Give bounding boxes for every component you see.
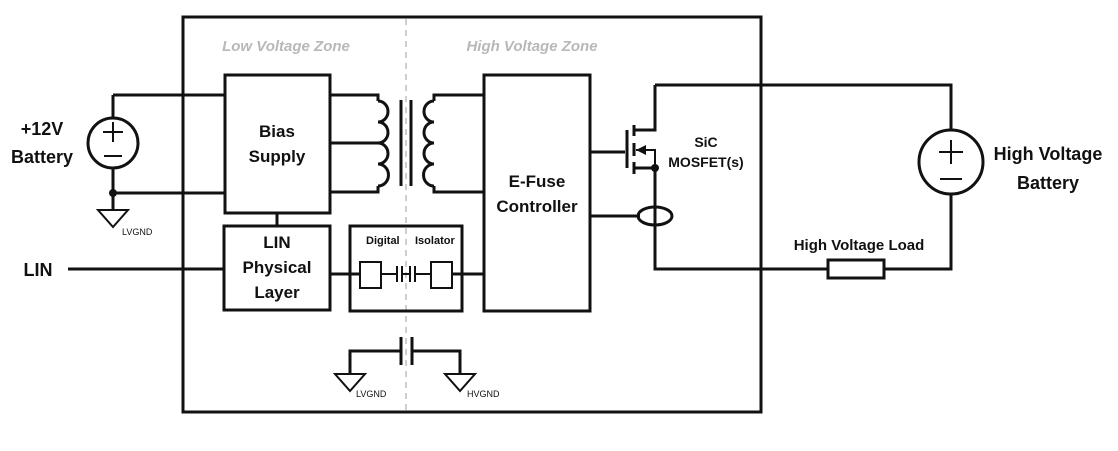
ground-icon-lvgnd-bottom <box>332 373 368 393</box>
digital-isolator-block <box>348 224 464 313</box>
mosfet-label-line1: SiC <box>694 134 717 150</box>
efuse-label-line1: E-Fuse <box>509 172 566 191</box>
isolator-label-right: Isolator <box>415 235 455 247</box>
efuse-controller-block <box>482 73 592 313</box>
wire-mosfet-to-load <box>653 168 828 271</box>
mosfet-icon <box>590 85 659 174</box>
hv-battery-label-line1: High Voltage <box>994 144 1103 164</box>
hv-load-label: High Voltage Load <box>794 237 925 254</box>
lin-phy-label-line2: Physical <box>243 258 312 277</box>
battery-12v <box>86 95 140 210</box>
isolator-label-left: Digital <box>366 235 400 247</box>
wire-load-to-battery <box>884 194 953 271</box>
lin-phy-label-line3: Layer <box>254 283 300 302</box>
ground-icon-lvgnd-left <box>95 209 131 229</box>
isolation-capacitor-icon <box>348 337 462 374</box>
module-boundary <box>181 15 763 414</box>
battery-12v-label-line1: +12V <box>21 119 64 139</box>
efuse-label-line2: Controller <box>496 197 578 216</box>
lin-phy-label-line1: LIN <box>263 233 290 252</box>
bias-supply-label-line1: Bias <box>259 122 295 141</box>
bias-supply-block <box>223 73 332 215</box>
hv-load-icon <box>826 258 886 280</box>
lvgnd-bottom-label: LVGND <box>356 389 387 399</box>
high-voltage-zone-label: High Voltage Zone <box>466 38 597 55</box>
mosfet-label-line2: MOSFET(s) <box>668 154 743 170</box>
wire-hv-positive <box>655 83 953 130</box>
lvgnd-left-label: LVGND <box>122 227 153 237</box>
lin-input-label: LIN <box>24 260 53 280</box>
low-voltage-zone-label: Low Voltage Zone <box>222 38 350 55</box>
hv-battery-icon <box>917 128 985 196</box>
mosfet-arrow <box>636 145 646 155</box>
isolator-channel-icon <box>330 261 484 289</box>
transformer-icon <box>330 93 484 194</box>
current-sense-icon <box>636 205 674 227</box>
hv-battery-label-line2: Battery <box>1017 173 1079 193</box>
ground-icon-hvgnd <box>442 373 478 393</box>
battery-12v-label-line2: Battery <box>11 147 73 167</box>
hvgnd-label: HVGND <box>467 389 500 399</box>
bias-supply-label-line2: Supply <box>249 147 306 166</box>
